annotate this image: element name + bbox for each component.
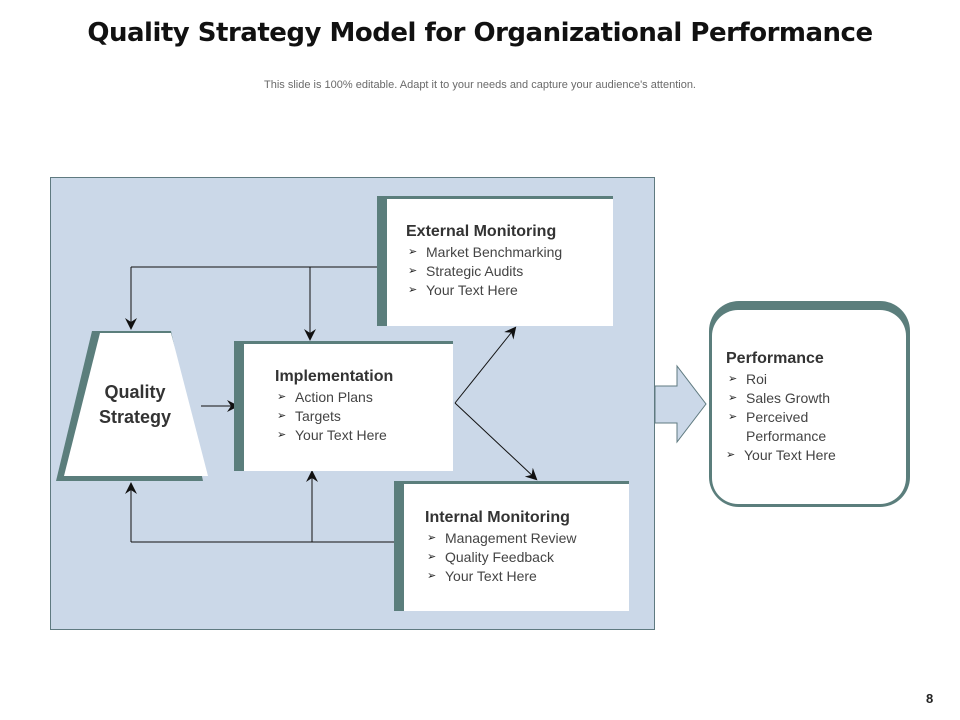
bullet-arrow-icon: ➢ <box>277 410 287 422</box>
bullet-arrow-icon: ➢ <box>408 284 418 296</box>
internal-monitoring-title: Internal Monitoring <box>425 509 570 526</box>
slide-subtitle: This slide is 100% editable. Adapt it to… <box>264 79 696 91</box>
quality-strategy-label: Quality Strategy <box>62 380 208 430</box>
performance-title: Performance <box>726 350 824 367</box>
internal-monitoring-card: Internal Monitoring ➢Management Review ➢… <box>394 481 629 611</box>
bullet-arrow-icon: ➢ <box>277 429 287 441</box>
bullet-arrow-icon: ➢ <box>408 265 418 277</box>
list-item-continuation: Performance <box>746 428 827 444</box>
list-item: ➢Your Text Here <box>726 447 836 463</box>
external-monitoring-list: ➢Market Benchmarking ➢Strategic Audits ➢… <box>406 243 613 300</box>
quality-strategy-label-line1: Quality <box>104 382 166 402</box>
list-item: ➢Strategic Audits <box>408 263 524 279</box>
list-item: ➢Management Review <box>427 530 577 546</box>
list-item: ➢Action Plans <box>277 389 373 405</box>
list-item: ➢Your Text Here <box>427 568 537 584</box>
external-monitoring-title: External Monitoring <box>406 223 557 240</box>
list-item: ➢Your Text Here <box>408 282 518 298</box>
list-item: ➢Market Benchmarking <box>408 244 563 260</box>
bullet-arrow-icon: ➢ <box>277 391 287 403</box>
page-number: 8 <box>926 691 934 706</box>
list-item: ➢Sales Growth <box>728 390 831 406</box>
external-monitoring-card: External Monitoring ➢Market Benchmarking… <box>377 196 613 326</box>
list-item: ➢Roi <box>728 371 768 387</box>
quality-strategy-label-line2: Strategy <box>98 407 172 427</box>
implementation-list: ➢Action Plans ➢Targets ➢Your Text Here <box>275 388 453 445</box>
implementation-title: Implementation <box>275 368 394 385</box>
bullet-arrow-icon: ➢ <box>427 570 437 582</box>
bullet-arrow-icon: ➢ <box>427 532 437 544</box>
performance-block-arrow <box>654 364 707 444</box>
internal-monitoring-list: ➢Management Review ➢Quality Feedback ➢Yo… <box>425 529 629 586</box>
list-item: ➢Perceived <box>728 409 809 425</box>
slide-title: Quality Strategy Model for Organizationa… <box>87 18 873 48</box>
bullet-arrow-icon: ➢ <box>427 551 437 563</box>
implementation-card: Implementation ➢Action Plans ➢Targets ➢Y… <box>234 341 453 471</box>
bullet-arrow-icon: ➢ <box>408 246 418 258</box>
performance-list: ➢Roi ➢Sales Growth ➢Perceived Performanc… <box>726 370 906 465</box>
bullet-arrow-icon: ➢ <box>728 392 738 404</box>
bullet-arrow-icon: ➢ <box>728 373 738 385</box>
list-item: ➢Your Text Here <box>277 427 387 443</box>
bullet-arrow-icon: ➢ <box>728 411 738 423</box>
list-item: ➢Targets <box>277 408 341 424</box>
bullet-arrow-icon: ➢ <box>726 449 736 461</box>
performance-content: Performance ➢Roi ➢Sales Growth ➢Perceive… <box>726 350 906 465</box>
list-item: ➢Quality Feedback <box>427 549 554 565</box>
